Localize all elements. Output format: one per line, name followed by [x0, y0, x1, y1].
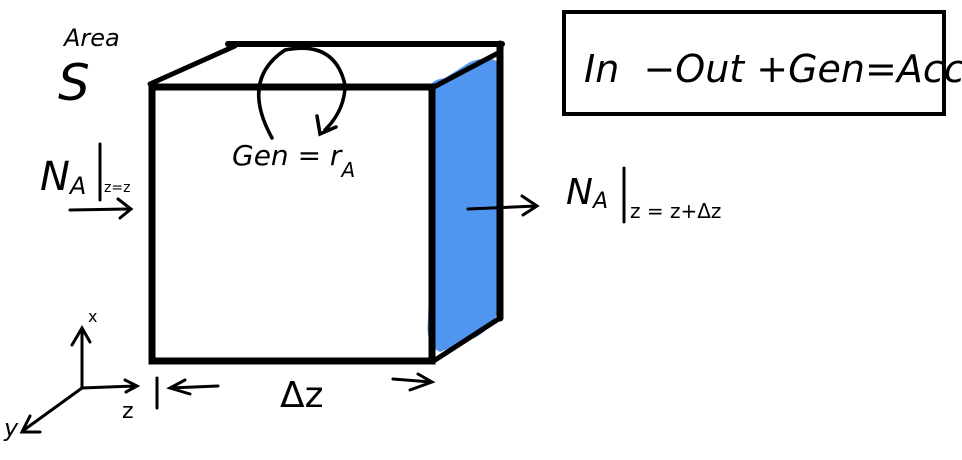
flux-out-label: NA [566, 172, 608, 214]
axis-z-icon [80, 378, 141, 394]
axis-x-label: x [88, 307, 97, 326]
dz-left-arrow-icon [166, 378, 220, 396]
area-label: Area [62, 24, 120, 52]
flux-in-label: NA [40, 154, 86, 200]
generation-main: Gen = r [232, 139, 343, 172]
top-right-edge [429, 49, 503, 91]
flux-in-main: N [40, 154, 70, 200]
flux-in-eval: z=z [104, 180, 130, 196]
axis-x-icon [70, 325, 92, 390]
generation-sub: A [339, 158, 355, 182]
front-face [148, 83, 436, 365]
axis-y-icon [19, 386, 84, 434]
balance-equation-box [562, 10, 946, 116]
axis-z-label: z [122, 399, 134, 424]
outlet-arrow-icon [466, 194, 540, 217]
flux-out-eval: z = z+Δz [630, 199, 721, 223]
outlet-face [427, 58, 498, 352]
generation-arrow-icon [257, 46, 347, 140]
flux-out-main: N [566, 172, 593, 213]
length-label: Δz [280, 375, 324, 416]
axis-y-label: y [3, 414, 19, 442]
generation-label: Gen = rA [232, 139, 355, 182]
flux-out-sub: A [591, 189, 608, 214]
flux-in-sub: A [68, 172, 86, 200]
inlet-arrow-icon [68, 197, 134, 220]
balance-equation: In −Out +Gen=Acc [584, 47, 962, 91]
dz-right-arrow-icon [391, 372, 436, 392]
top-left-edge [147, 43, 238, 87]
bottom-right-edge [429, 315, 503, 365]
area-symbol: S [58, 54, 90, 112]
